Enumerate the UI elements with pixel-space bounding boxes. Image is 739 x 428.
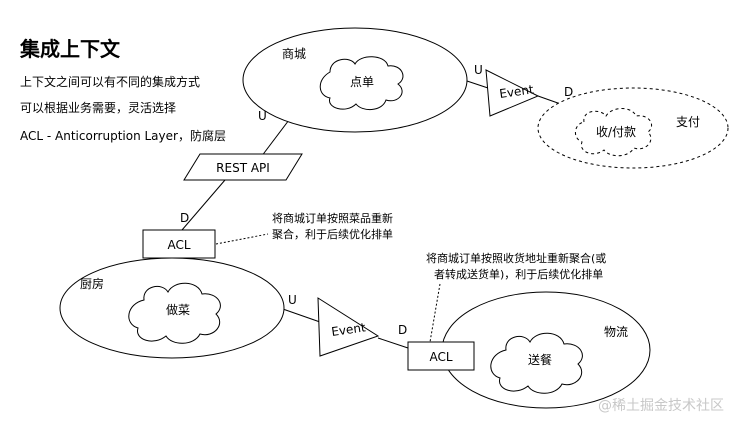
mall-to-event-line — [463, 79, 489, 89]
event-to-acl-line — [377, 337, 409, 349]
marker-kitchen-acl-downstream: D — [180, 211, 189, 225]
event-top-label: Event — [498, 82, 534, 101]
kitchen-note-leader — [215, 233, 269, 245]
kitchen-core-cloud — [128, 282, 221, 344]
mall-context-label: 商城 — [282, 46, 306, 61]
marker-mall-rest-upstream: U — [258, 109, 267, 123]
event-mall-payment — [485, 69, 540, 117]
logistics-note-line-2: 者转成送货单)，利于后续优化排单 — [434, 267, 603, 281]
page-title: 集成上下文 — [19, 37, 121, 61]
kitchen-note-line-1: 将商城订单按照菜品重新 — [272, 211, 393, 225]
event-bottom-label: Event — [330, 320, 366, 339]
marker-payment-downstream: D — [564, 85, 573, 99]
acl-logistics-label: ACL — [429, 350, 452, 364]
mall-core-cloud — [319, 56, 404, 110]
event-kitchen-logistics — [317, 297, 380, 357]
mall-core-label: 点单 — [350, 75, 374, 89]
kitchen-note-line-2: 聚合，利于后续优化排单 — [272, 227, 393, 241]
rest-to-acl-line — [181, 179, 226, 231]
kitchen-core-label: 做菜 — [166, 302, 190, 317]
rest-api-label: REST API — [216, 161, 270, 175]
logistics-note-leader — [429, 283, 441, 343]
payment-context-label: 支付 — [676, 115, 700, 129]
marker-kitchen-event-upstream: U — [288, 293, 297, 307]
intro-line-1: 上下文之间可以有不同的集成方式 — [20, 74, 200, 89]
intro-line-2: 可以根据业务需要，灵活选择 — [20, 100, 176, 115]
marker-mall-event-upstream: U — [474, 63, 483, 77]
acl-logistics-box — [407, 341, 475, 371]
rest-api-connector — [183, 153, 303, 181]
payment-core-label: 收/付款 — [596, 125, 636, 139]
acl-kitchen-label: ACL — [167, 238, 190, 252]
payment-core-cloud — [575, 108, 652, 157]
logistics-core-label: 送餐 — [528, 352, 552, 367]
acl-kitchen-box — [142, 229, 216, 259]
logistics-note-line-1: 将商城订单按照收货地址重新聚合(或 — [426, 251, 606, 265]
kitchen-context-label: 厨房 — [80, 276, 104, 291]
marker-logistics-downstream: D — [398, 323, 407, 337]
kitchen-to-event-line — [279, 307, 321, 323]
watermark: @稀土掘金技术社区 — [598, 398, 724, 414]
intro-line-3: ACL - Anticorruption Layer，防腐层 — [20, 128, 226, 143]
logistics-core-cloud — [490, 332, 583, 394]
logistics-context-label: 物流 — [604, 325, 628, 339]
